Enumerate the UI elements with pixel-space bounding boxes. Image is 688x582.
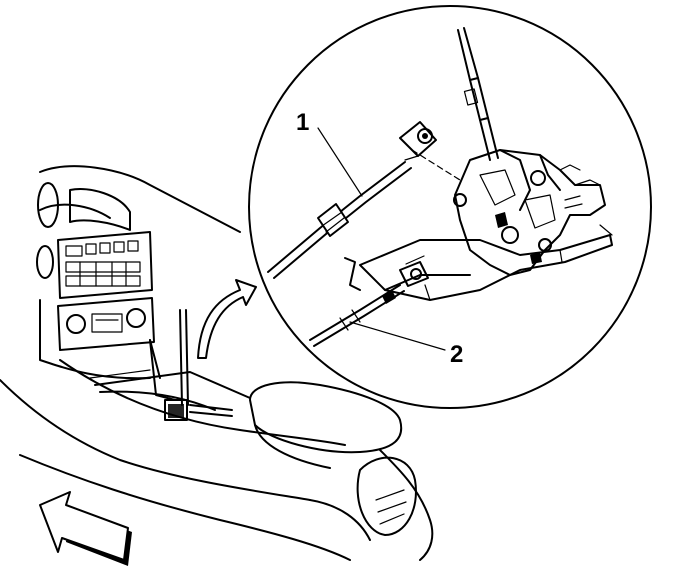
climate-control-panel <box>57 297 155 351</box>
callout-label-2: 2 <box>450 341 463 368</box>
shift-lever <box>457 27 499 161</box>
mounting-bracket <box>344 224 613 301</box>
console-shifter <box>149 309 233 421</box>
curved-arrow-icon <box>197 279 257 359</box>
radio-unit <box>57 231 153 299</box>
vehicle-interior <box>0 165 434 561</box>
armrest <box>249 381 434 561</box>
cable-1 <box>267 121 461 279</box>
detail-view-circle: 1 2 <box>248 5 652 409</box>
front-direction-arrow-icon <box>39 491 132 566</box>
callout-label-1: 1 <box>296 109 309 136</box>
cable-2 <box>309 284 405 347</box>
callout-2-leader <box>349 321 446 351</box>
callout-1-leader <box>317 127 363 197</box>
cable-2-end-fitting <box>399 255 429 287</box>
console-bin <box>356 456 417 536</box>
